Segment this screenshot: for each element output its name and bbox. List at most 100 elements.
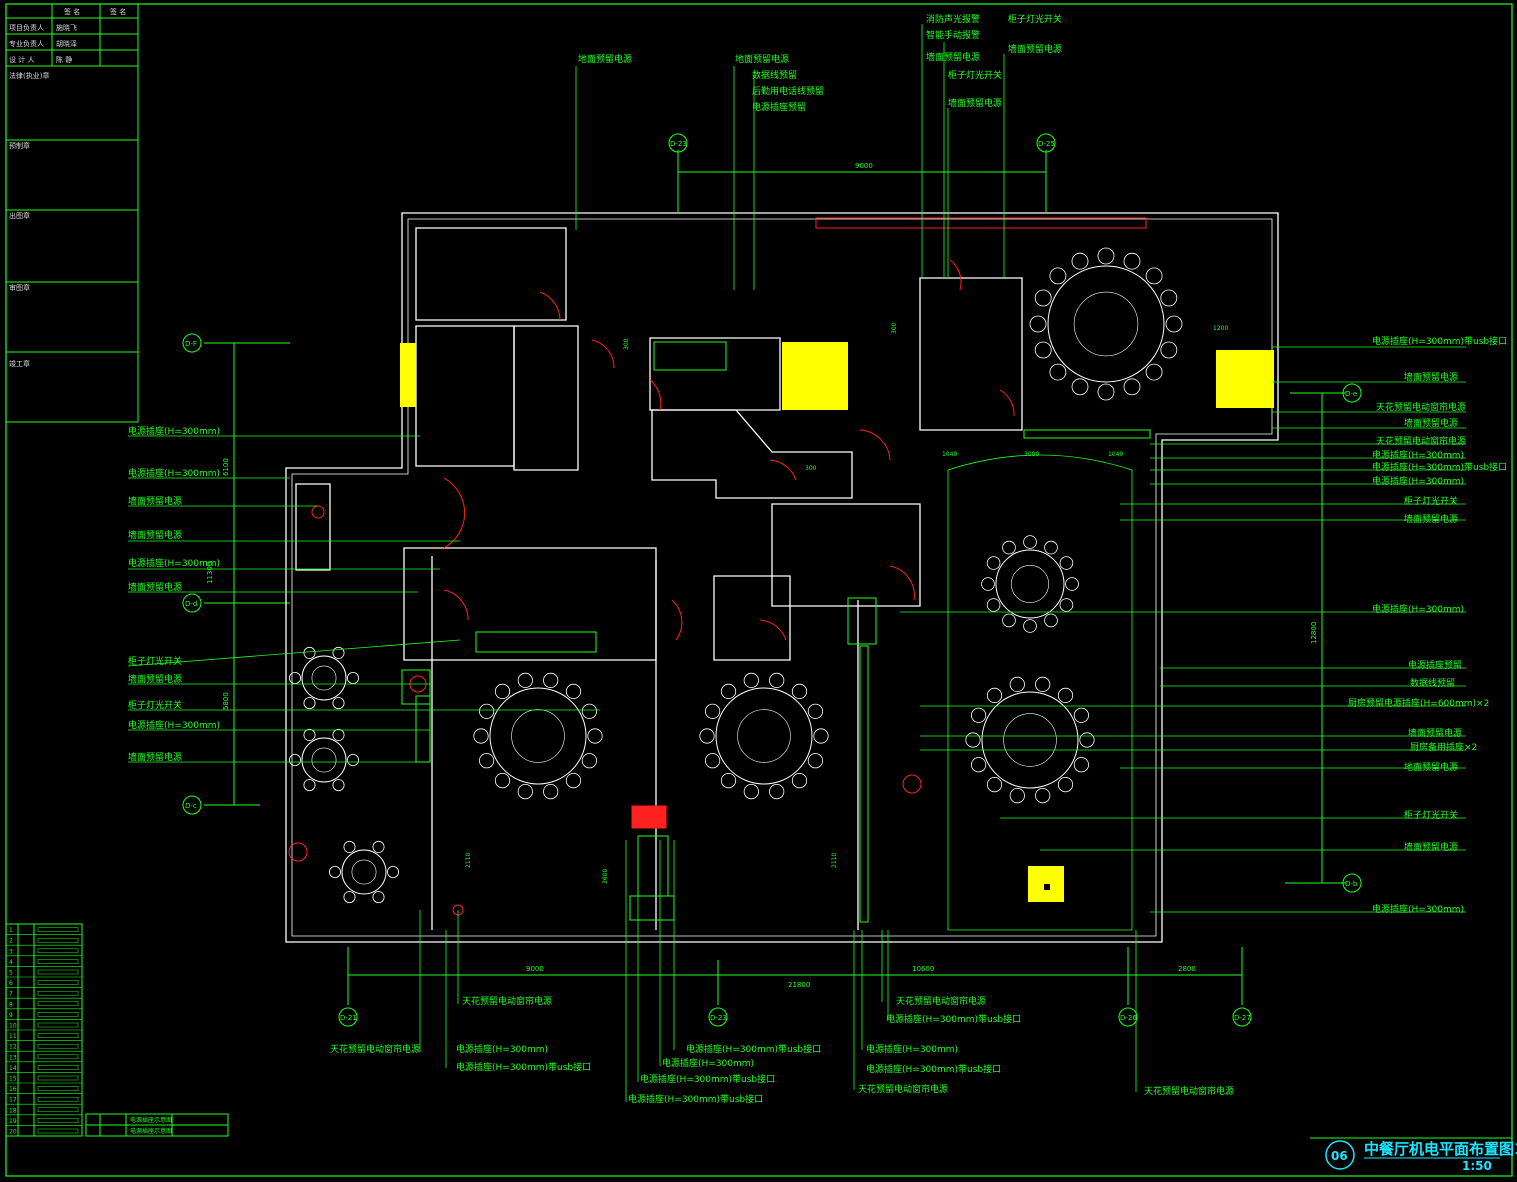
annotation-label-right: 电源插座(H=300mm) [1372,449,1464,461]
axis-bubbles: D-23 D-25 D-21 D-23 D-26 D-27 D-F D-d D-… [182,133,1362,1027]
legend-row-swatch [37,980,79,985]
annotation-label-right: 厨房预留电源插座(H=600mm)×2 [1348,697,1489,709]
wall-fill-lines [401,217,1151,931]
annotation-label-right: 电源插座(H=300mm) [1372,475,1464,487]
legend-row-number: 3 [9,948,13,955]
annotation-label-bottom: 电源插座(H=300mm) [456,1043,548,1055]
drawing-title-text: 中餐厅机电平面布置图1 [1364,1140,1517,1158]
legend-row-swatch [37,1096,79,1102]
annotation-label-right: 地面预留电源 [1404,761,1458,773]
legend-row-swatch [37,1054,79,1060]
legend-note-1: 电源插座示意图 [130,1116,172,1124]
annotation-label-bottom: 电源插座(H=300mm)带usb接口 [628,1093,763,1105]
dim-interior-3: 1040 [1108,451,1123,458]
annotation-label-left: 墙面预留电源 [128,751,182,763]
annotation-label-bottom: 电源插座(H=300mm)带usb接口 [640,1073,775,1085]
axis-left-1: D-F [185,340,197,348]
annotation-label-right: 电源插座(H=300mm) [1372,903,1464,915]
annotation-label-right: 电源插座(H=300mm) [1372,603,1464,615]
legend-row-swatch [37,1086,79,1091]
legend-row-swatch [37,1001,79,1007]
drawing-scale: 1:50 [1462,1159,1492,1173]
annotation-label-left: 墙面预留电源 [128,529,182,541]
dim-bottom-mid: 10600 [912,965,934,973]
legend-row-swatch [37,1107,79,1113]
annotation-label-right: 墙面预留电源 [1408,727,1462,739]
tb-name-1: 施晓飞 [56,23,77,32]
tb-section-1: 法律(执业)章 [9,71,49,80]
axis-left-2: D-d [185,600,197,608]
red-markers [288,259,1015,916]
dim-bottom-left: 9000 [526,965,544,973]
annotation-label-top: 墙面预留电源 [1008,43,1062,55]
dining-tables [288,247,1183,904]
tb-section-4: 审图章 [9,283,30,292]
annotation-label-bottom: 天花预留电动窗帘电源 [330,1043,420,1055]
annotation-label-bottom: 电源插座(H=300mm)带usb接口 [456,1061,591,1073]
tb-role-1: 项目负责人 [9,23,44,32]
legend-row-number: 18 [9,1107,17,1114]
axis-bottom-2: D-23 [710,1014,727,1022]
legend-row-number: 5 [9,970,13,977]
annotation-label-top: 智能手动报警 [926,29,980,41]
annotation-label-top: 柜子灯光开关 [948,69,1002,81]
legend-row-swatch [37,1012,79,1017]
annotation-label-right: 墙面预留电源 [1404,417,1458,429]
legend-row-number: 6 [9,980,13,987]
annotation-label-left: 墙面预留电源 [128,495,182,507]
legend-row-number: 15 [9,1076,17,1083]
axis-bottom-1: D-21 [340,1014,357,1022]
annotation-label-right: 柜子灯光开关 [1404,495,1458,507]
dim-left-lower: 5800 [222,692,230,710]
dimension-texts: 9000 9000 10600 2800 21800 6100 11300 58… [206,162,1318,989]
annotation-label-right: 厨房备用插座×2 [1410,741,1477,753]
legend-row-swatch [37,1118,79,1123]
title-block: 签 名 签 名 项目负责人 施晓飞 专业负责人 胡晓泽 设 计 人 陈 静 法律… [5,3,139,423]
legend-row-swatch [37,990,79,996]
annotation-label-bottom: 天花预留电动窗帘电源 [1144,1085,1234,1097]
legend-row-swatch [37,1022,79,1028]
tb-name-3: 陈 静 [56,55,72,64]
axis-bottom-3: D-26 [1120,1014,1137,1022]
legend-row-number: 19 [9,1118,17,1125]
annotation-label-left: 电源插座(H=300mm) [128,425,220,437]
tb-section-2: 预制章 [9,141,30,150]
dim-bottom-total: 21800 [788,981,810,989]
annotation-label-right: 天花预留电动窗帘电源 [1376,401,1466,413]
annotation-label-left: 柜子灯光开关 [128,655,182,667]
annotation-label-right: 天花预留电动窗帘电源 [1376,435,1466,447]
annotation-label-bottom: 电源插座(H=300mm)带usb接口 [866,1063,1001,1075]
tb-header-2: 签 名 [110,7,126,16]
annotation-label-right: 柜子灯光开关 [1404,809,1458,821]
legend-row-number: 2 [9,938,13,945]
building-walls [285,212,1279,943]
dim-right: 12800 [1310,622,1318,644]
dim-interior-6: 2110 [831,853,838,868]
drawing-number: 06 [1331,1149,1348,1163]
annotation-label-left: 墙面预留电源 [128,581,182,593]
axis-top-2: D-25 [1038,140,1055,148]
grid-axes [204,150,1346,1005]
annotation-label-top: 墙面预留电源 [926,51,980,63]
legend-row-swatch [37,1043,79,1049]
legend-row-number: 11 [9,1033,17,1040]
annotation-label-top: 地面预留电源 [578,53,632,65]
legend-row-swatch [37,948,79,954]
drawing-title: 06 中餐厅机电平面布置图1 1:50 [1310,1137,1517,1173]
annotation-label-left: 墙面预留电源 [128,673,182,685]
axis-top-1: D-23 [670,140,687,148]
annotation-label-top: 柜子灯光开关 [1008,13,1062,25]
annotation-label-top: 地面预留电源 [735,53,789,65]
tb-section-3: 出图章 [9,211,30,220]
annotation-label-bottom: 电源插座(H=300mm) [662,1057,754,1069]
annotation-label-top: 电源插座预留 [752,101,806,113]
annotation-label-right: 数据线预留 [1410,677,1455,689]
annotation-label-left: 柜子灯光开关 [128,699,182,711]
annotation-label-right: 墙面预留电源 [1404,371,1458,383]
axis-right-2: D-b [1345,880,1358,888]
legend-row-number: 16 [9,1086,17,1093]
dim-bottom-right: 2800 [1178,965,1196,973]
legend-row-swatch [37,1065,79,1070]
tb-role-2: 专业负责人 [9,39,44,48]
